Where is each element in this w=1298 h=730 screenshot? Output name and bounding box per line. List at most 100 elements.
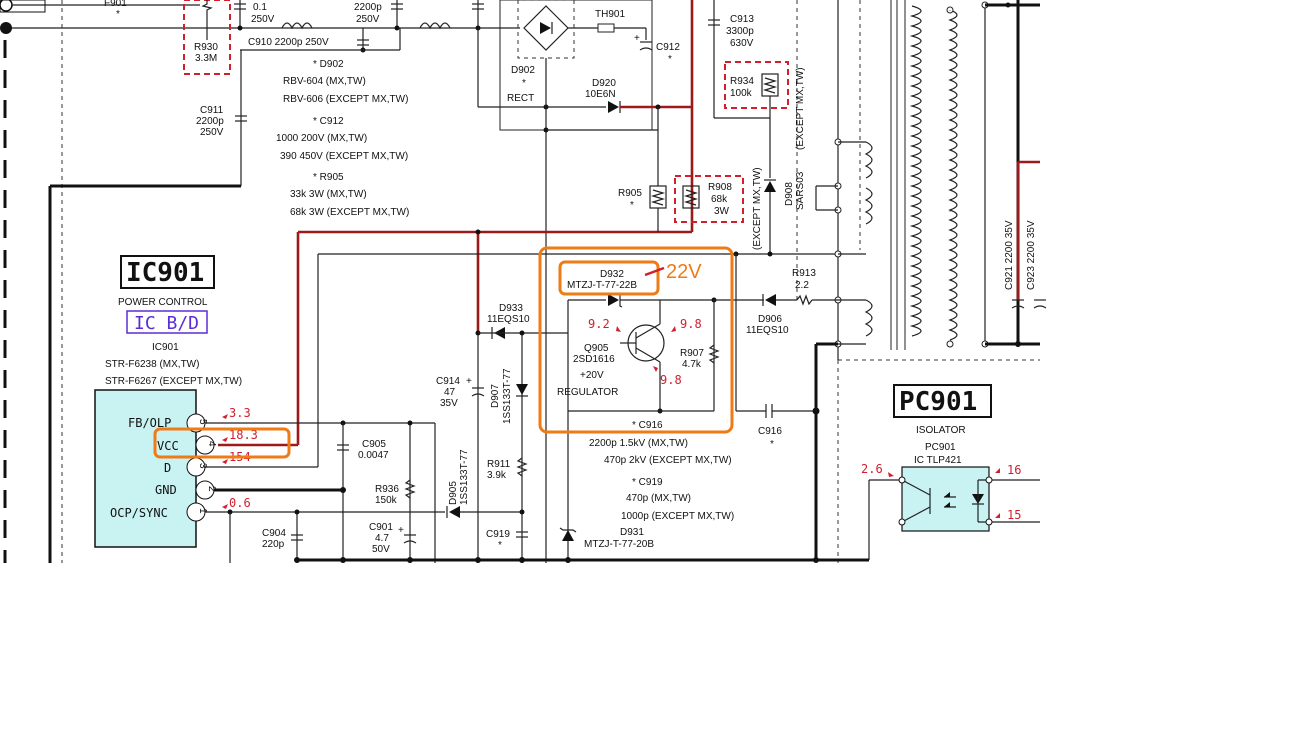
pin-name-vcc: VCC bbox=[157, 439, 179, 453]
c911-ref: C911 bbox=[200, 105, 224, 116]
except-label-2: (EXCEPT MX,TW) bbox=[795, 67, 806, 150]
cap1-value: 0.1 bbox=[253, 2, 267, 13]
r934-value: 100k bbox=[730, 88, 753, 99]
pin-name-d: D bbox=[164, 461, 171, 475]
c913-value: 3300p bbox=[726, 26, 754, 37]
r905-note-row1: 33k 3W (MX,TW) bbox=[290, 189, 367, 200]
pin-name-gnd: GND bbox=[155, 483, 177, 497]
q905-part: 2SD1616 bbox=[573, 354, 615, 365]
top-left-section: F901 * R930 3.3M 0.1 250V 2200p 250V bbox=[0, 0, 520, 563]
th901-ref: TH901 bbox=[595, 9, 625, 20]
pc901-ref: PC901 bbox=[925, 442, 956, 453]
r934-ref: R934 bbox=[730, 76, 754, 87]
c904-value: 220p bbox=[262, 539, 285, 550]
cap1-voltage: 250V bbox=[251, 14, 275, 25]
fuse-ref: F901 bbox=[104, 0, 127, 9]
q905-role: REGULATOR bbox=[557, 387, 618, 398]
pin-num-2: 2 bbox=[206, 486, 217, 492]
pin-num-4: 4 bbox=[206, 441, 217, 447]
r911-value: 3.9k bbox=[487, 470, 507, 481]
c916-note-row1: 2200p 1.5kV (MX,TW) bbox=[589, 438, 688, 449]
c904-ref: C904 bbox=[262, 528, 286, 539]
fuse-note: * bbox=[116, 9, 120, 20]
r908-power: 3W bbox=[714, 206, 730, 217]
vcc-highlight-box bbox=[153, 427, 291, 459]
d902-note: * bbox=[522, 78, 526, 89]
c912-note-title: * C912 bbox=[313, 116, 344, 127]
except-label-1: (EXCEPT MX,TW) bbox=[752, 167, 763, 250]
r908-value: 68k bbox=[711, 194, 728, 205]
pin-num-1: 1 bbox=[197, 508, 208, 514]
pc901-body bbox=[901, 466, 990, 532]
lower-notes: * C916 2200p 1.5kV (MX,TW) 470p 2kV (EXC… bbox=[589, 420, 734, 522]
r907-ref: R907 bbox=[680, 348, 704, 359]
ic901-ref: IC901 bbox=[152, 342, 179, 353]
r908-dashed-box bbox=[674, 175, 744, 223]
d931-part: MTZJ-T-77-20B bbox=[584, 539, 654, 550]
hv-red-wire bbox=[218, 0, 694, 447]
r913-value: 2.2 bbox=[795, 280, 809, 291]
regulator-block: R907 4.7k Q905 2SD1616 +20V REGULATOR 9.… bbox=[557, 269, 720, 414]
q905-ref: Q905 bbox=[584, 343, 609, 354]
c912-note: * bbox=[668, 54, 672, 65]
c916-right-note: * bbox=[770, 439, 774, 450]
svg-text:+: + bbox=[466, 376, 472, 387]
r930-value: 3.3M bbox=[195, 53, 217, 64]
d906-ref: D906 bbox=[758, 314, 782, 325]
pin1-voltage: 0.6 bbox=[229, 496, 251, 510]
c919-ref: C919 bbox=[486, 529, 510, 540]
pc901-pin3-voltage: 15 bbox=[1007, 508, 1021, 522]
d907-ref: D907 bbox=[490, 384, 501, 408]
pc901-pin1-voltage: 2.6 bbox=[861, 462, 883, 476]
ic901-body bbox=[94, 389, 197, 548]
ic-support-components: C905 0.0047 R936 150k C904 220p C901 4.7… bbox=[227, 303, 654, 563]
left-border bbox=[3, 0, 63, 563]
r913-ref: R913 bbox=[792, 268, 816, 279]
r905-note-row2: 68k 3W (EXCEPT MX,TW) bbox=[290, 207, 409, 218]
r930-dashed-box bbox=[183, 0, 231, 75]
d906-part: 11EQS10 bbox=[746, 325, 789, 336]
q905-rail: +20V bbox=[580, 370, 604, 381]
c923-label: C923 2200 35V bbox=[1026, 220, 1037, 290]
annotation-arrow bbox=[644, 266, 665, 277]
ic901-variant-1: STR-F6238 (MX,TW) bbox=[105, 359, 199, 370]
pin-name-fb-olp: FB/OLP bbox=[128, 416, 171, 430]
r911-ref: R911 bbox=[487, 459, 511, 470]
rectifier-section: D902 * RECT TH901 + C912 * D920 10E6N bbox=[477, 0, 692, 563]
c916-note-title: * C916 bbox=[632, 420, 663, 431]
c905-ref: C905 bbox=[362, 439, 386, 450]
q905-collector-voltage: 9.8 bbox=[680, 317, 702, 331]
pc901-title: PC901 bbox=[899, 387, 977, 417]
r905-ref: R905 bbox=[618, 188, 642, 199]
r905-note-title: * R905 bbox=[313, 172, 344, 183]
q905-base-voltage: 9.2 bbox=[588, 317, 610, 331]
svg-text:+: + bbox=[634, 33, 640, 44]
d905-part: 1SS133T-77 bbox=[459, 449, 470, 505]
c919-note: * bbox=[498, 540, 502, 551]
c905-value: 0.0047 bbox=[358, 450, 389, 461]
annotation-22v: 22V bbox=[666, 261, 702, 283]
regulator-highlight-box bbox=[538, 246, 734, 434]
pin-name-ocp-sync: OCP/SYNC bbox=[110, 506, 168, 520]
pc901-block: PC901 ISOLATOR PC901 IC TLP421 2.6 16 15 bbox=[861, 384, 1040, 560]
ic901-subtitle: POWER CONTROL bbox=[118, 297, 208, 308]
d933-part: 11EQS10 bbox=[487, 314, 530, 325]
r907-value: 4.7k bbox=[682, 359, 702, 370]
c919-note-title: * C919 bbox=[632, 477, 663, 488]
cap2-value: 2200p bbox=[354, 2, 382, 13]
r936-value: 150k bbox=[375, 495, 398, 506]
svg-text:+: + bbox=[398, 525, 404, 536]
c913-voltage: 630V bbox=[730, 38, 754, 49]
c919-note-row2: 1000p (EXCEPT MX,TW) bbox=[621, 511, 734, 522]
r905-r908: R905 * R908 68k 3W bbox=[618, 107, 744, 232]
c914-value: 47 bbox=[444, 387, 456, 398]
r930-ref: R930 bbox=[194, 42, 218, 53]
c912-note-row2: 390 450V (EXCEPT MX,TW) bbox=[280, 151, 408, 162]
pin5-voltage: 3.3 bbox=[229, 406, 251, 420]
transformer bbox=[815, 0, 1040, 360]
r905-note: * bbox=[630, 200, 634, 211]
ground-bus bbox=[294, 557, 869, 563]
cap2-voltage: 250V bbox=[356, 14, 380, 25]
c914-ref: C914 bbox=[436, 376, 460, 387]
